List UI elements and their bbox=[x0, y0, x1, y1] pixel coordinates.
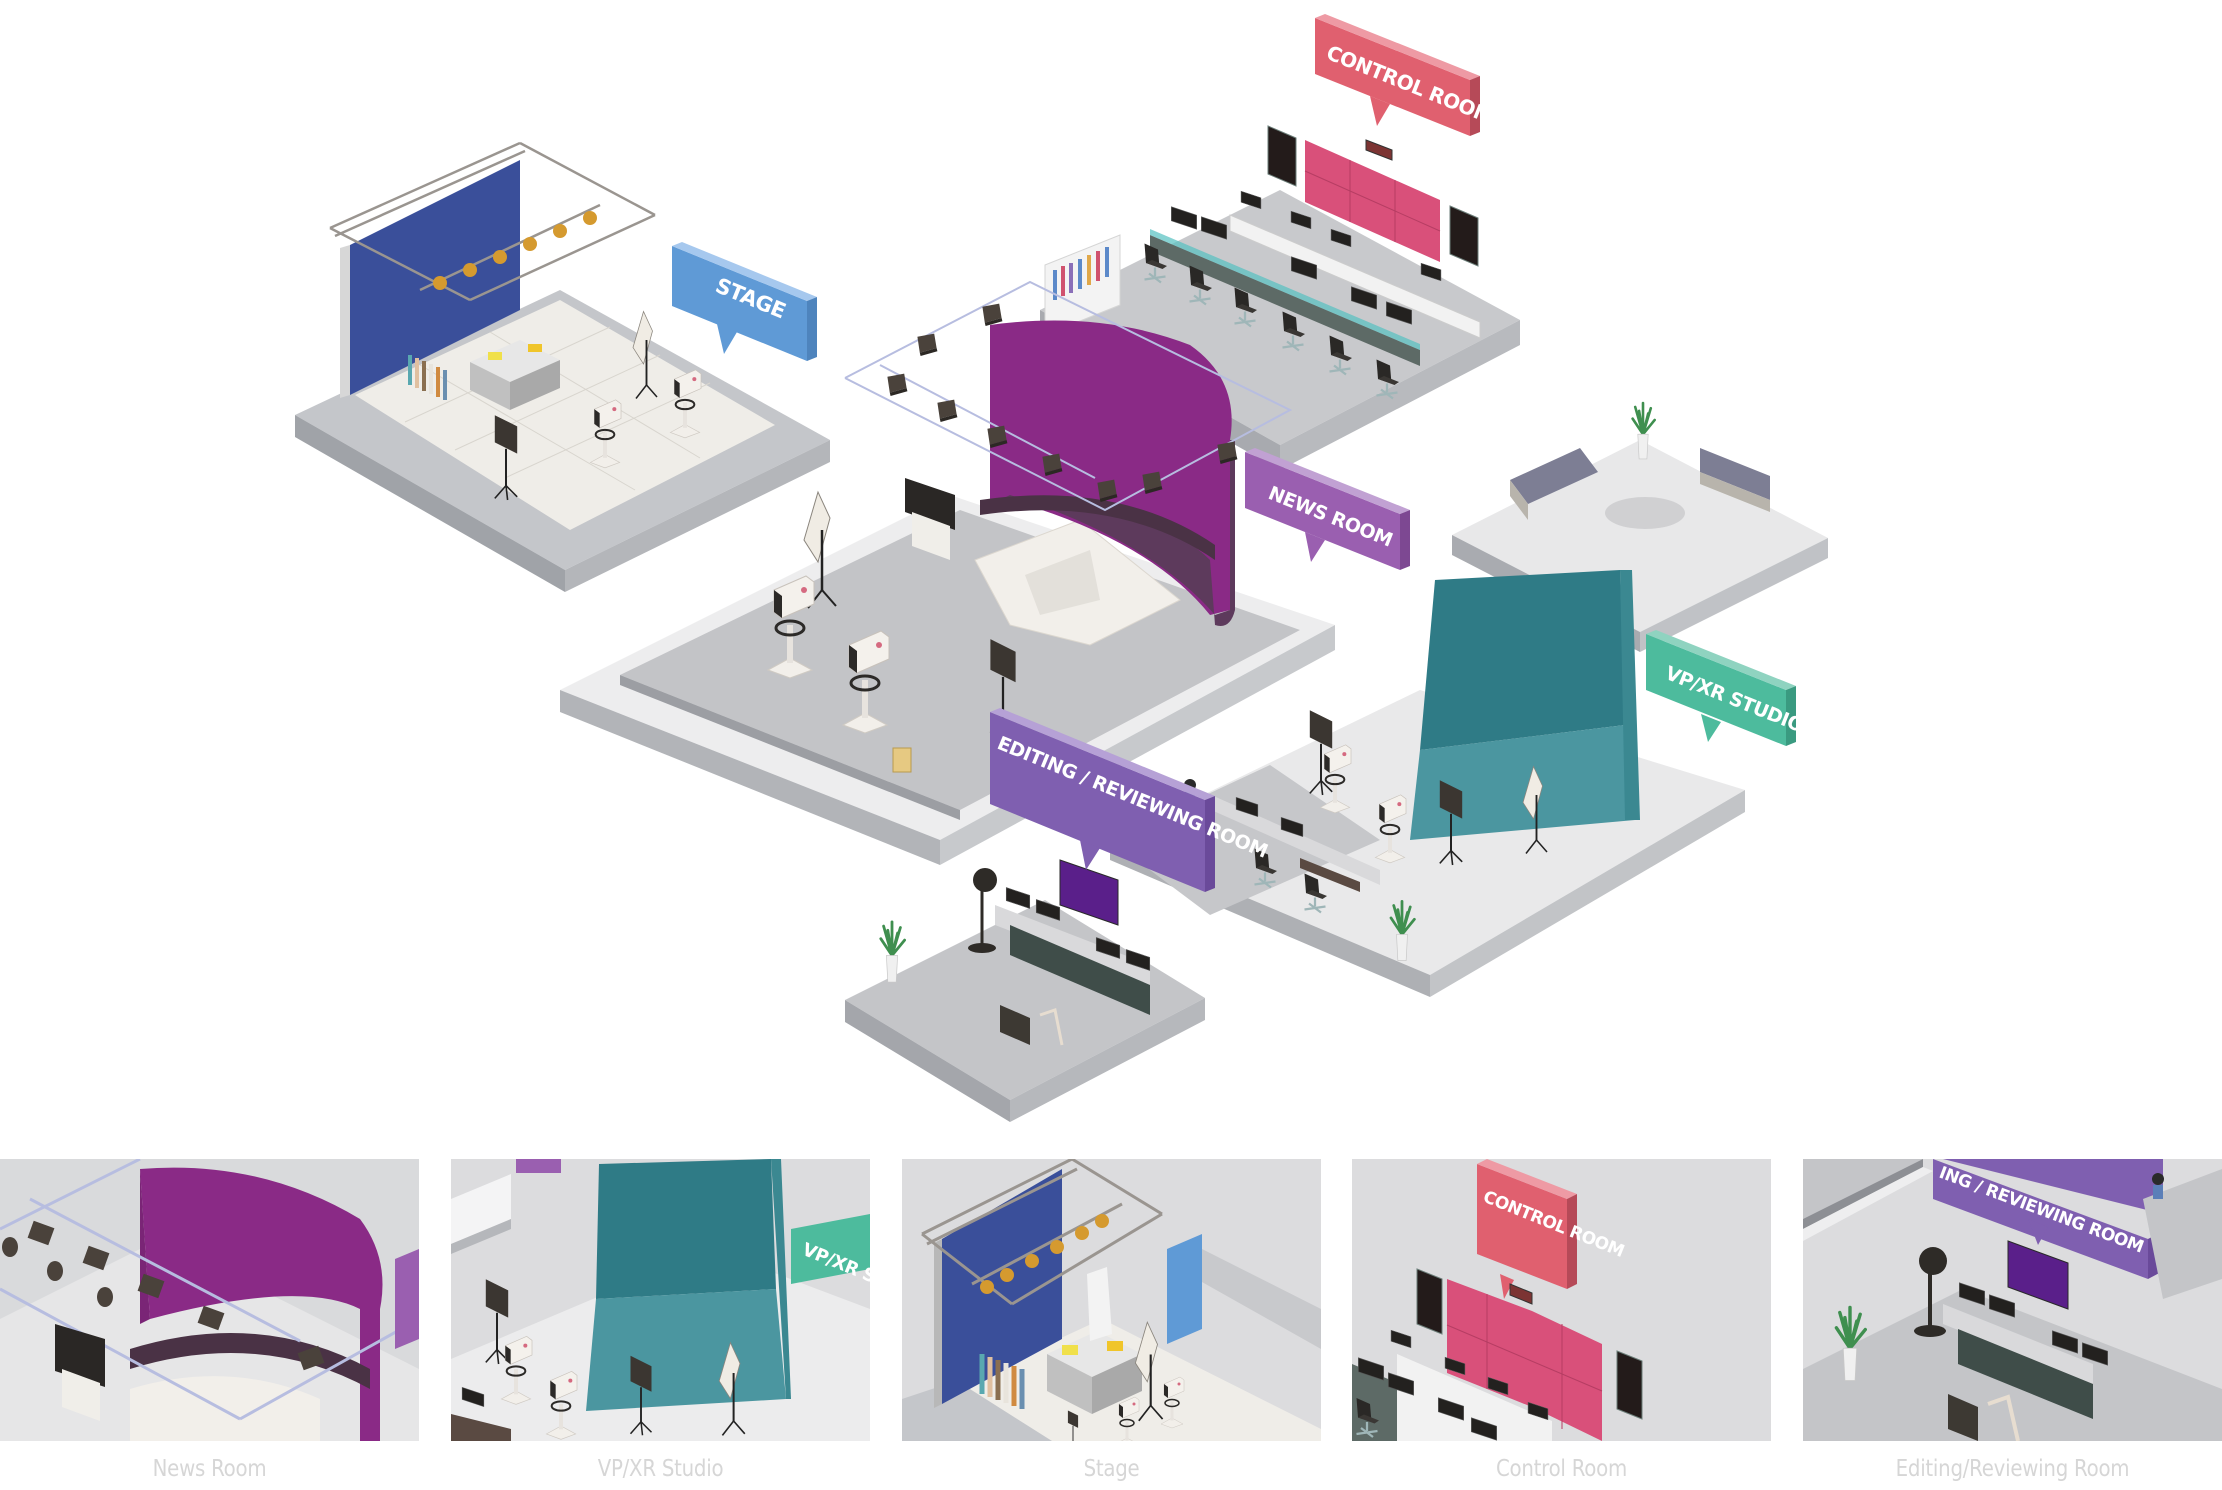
stage-backdrop bbox=[350, 160, 520, 395]
control-room-sign[interactable]: CONTROL ROOM bbox=[1315, 14, 1497, 136]
thumbnail-vp-xr-studio[interactable]: VP/XR ST bbox=[451, 1159, 870, 1441]
thumbnail-stage[interactable] bbox=[902, 1159, 1321, 1441]
news-room-preview bbox=[0, 1159, 419, 1441]
vp-xr-studio-preview: VP/XR ST bbox=[451, 1159, 870, 1441]
caption-stage: Stage bbox=[1083, 1456, 1140, 1482]
bookshelf bbox=[1044, 234, 1121, 336]
control-room-preview: CONTROL ROOM bbox=[1352, 1159, 1771, 1441]
stage-preview bbox=[902, 1159, 1321, 1441]
control-consoles bbox=[1143, 190, 1481, 400]
editing-reviewing-room-preview: ING / REVIEWING ROOM bbox=[1803, 1159, 2222, 1441]
studio-floorplan-illustration: CONTROL ROOM STAGE NEWS ROOM VP/XR STUDI… bbox=[295, 14, 1828, 1122]
stage-sign[interactable]: STAGE bbox=[672, 242, 817, 361]
control-room-zone bbox=[1040, 125, 1520, 470]
caption-vp-xr-studio: VP/XR Studio bbox=[597, 1456, 724, 1482]
caption-control-room: Control Room bbox=[1495, 1456, 1628, 1482]
stage-zone bbox=[295, 141, 830, 592]
vp-backdrop bbox=[1420, 570, 1625, 750]
thumbnail-control-room[interactable]: CONTROL ROOM bbox=[1352, 1159, 1771, 1441]
thumbnail-editing-reviewing-room[interactable]: ING / REVIEWING ROOM bbox=[1803, 1159, 2222, 1441]
thumbnail-news-room[interactable] bbox=[0, 1159, 419, 1441]
vp-xr-studio-sign[interactable]: VP/XR STUDIO bbox=[1646, 630, 1807, 746]
video-wall bbox=[1267, 125, 1479, 267]
caption-editing-reviewing-room: Editing/Reviewing Room bbox=[1895, 1456, 2130, 1482]
caption-news-room: News Room bbox=[152, 1456, 267, 1482]
news-room-zone bbox=[560, 280, 1335, 865]
editing-room-zone bbox=[845, 859, 1205, 1122]
news-room-sign[interactable]: NEWS ROOM bbox=[1245, 448, 1410, 570]
